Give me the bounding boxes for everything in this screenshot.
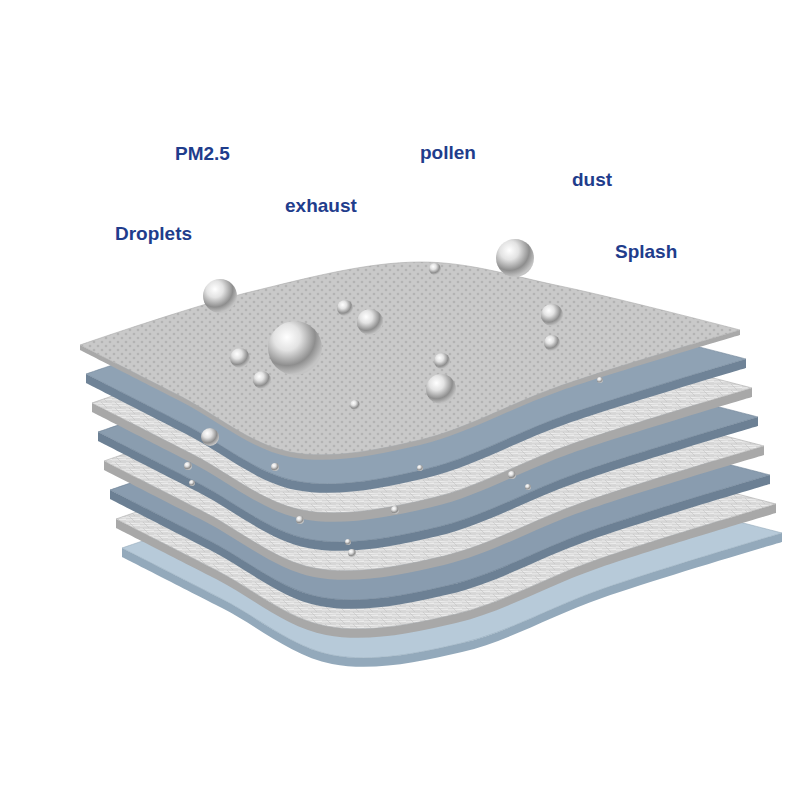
water-droplet — [417, 465, 423, 471]
water-droplet — [496, 239, 534, 277]
particle-label: pollen — [420, 143, 476, 164]
water-droplet — [189, 480, 195, 486]
water-droplet — [271, 463, 279, 471]
water-droplet — [345, 539, 351, 545]
particle-label: PM2.5 — [175, 144, 230, 165]
fabric-layer — [80, 262, 740, 455]
water-droplet — [434, 353, 450, 369]
water-droplet — [357, 309, 383, 335]
water-droplet — [348, 549, 356, 557]
water-droplet — [230, 348, 250, 368]
water-droplet — [525, 484, 531, 490]
particle-label: Splash — [615, 242, 677, 263]
water-droplet — [350, 400, 360, 410]
particle-label: dust — [572, 170, 612, 191]
particle-label: exhaust — [285, 196, 357, 217]
water-droplet — [337, 300, 353, 316]
water-droplet — [597, 377, 603, 383]
water-droplet — [391, 506, 399, 514]
water-droplet — [184, 462, 192, 470]
water-droplet — [201, 428, 219, 446]
water-droplet — [203, 279, 237, 313]
particle-label: Droplets — [115, 224, 192, 245]
water-droplet — [268, 321, 322, 375]
water-droplet — [253, 371, 271, 389]
water-droplet — [296, 516, 304, 524]
water-droplet — [544, 335, 560, 351]
water-droplet — [541, 304, 563, 326]
water-droplet — [508, 471, 516, 479]
water-droplet — [426, 374, 456, 404]
water-droplet — [429, 263, 441, 275]
